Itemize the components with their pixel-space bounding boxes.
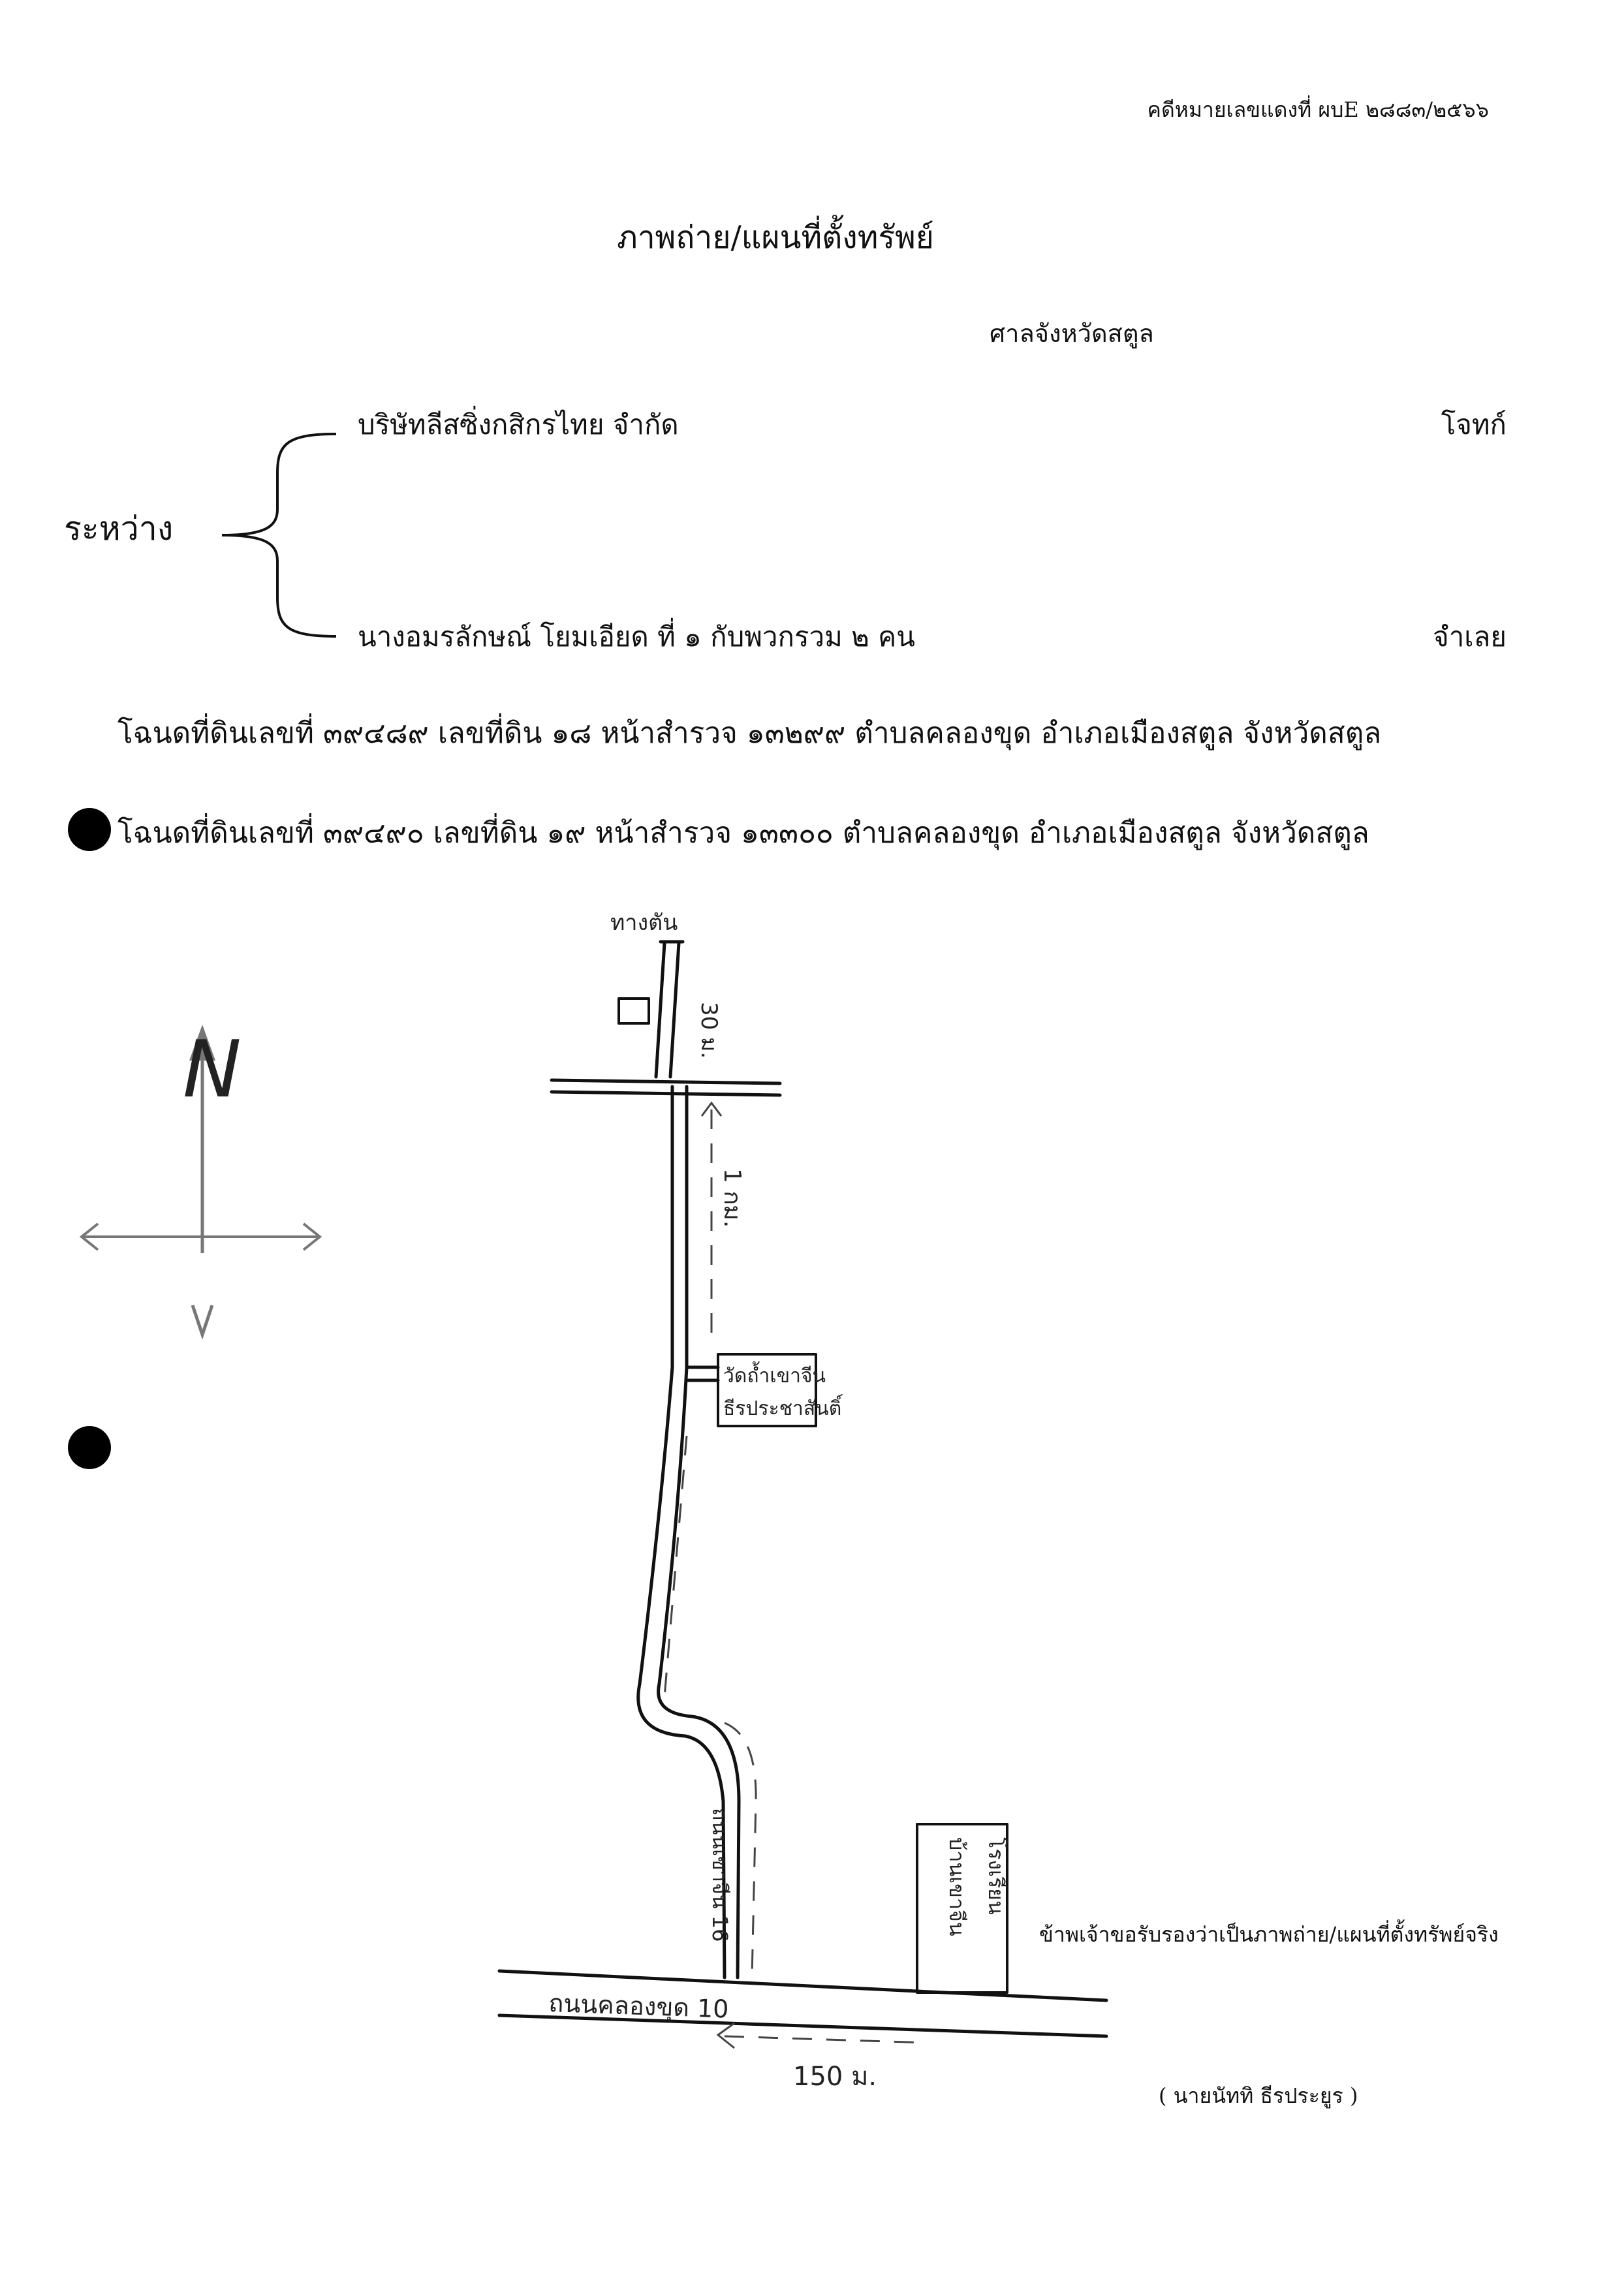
distance-top-label: 30 ม. [696,1002,722,1059]
temple-label-1: วัดถ้ำเขาจีน [723,1361,826,1388]
school-label-1: โรงเรียน [984,1837,1008,1915]
dead-end-label: ทางตัน [610,910,678,936]
compass-icon [79,1025,322,1340]
curly-brace [221,433,337,638]
distance-mid-label: 1 กม. [719,1168,745,1228]
punch-hole [68,1426,111,1469]
court-name: ศาลจังหวัดสตูล [990,319,1154,348]
location-map: N ทางตัน 30 ม. 1 กม. วัดถ้ำเขาจีน ธีรประ… [79,910,1108,2092]
dimension-arrows [700,1101,735,2049]
defendant-name: นางอมรลักษณ์ โยมเอียด ที่ ๑ กับพวกรวม ๒ … [358,621,915,653]
deed-line-1: โฉนดที่ดินเลขที่ ๓๙๔๘๙ เลขที่ดิน ๑๘ หน้า… [117,717,1382,750]
side-road-label: ถนนเขาจีน 16 [708,1808,732,1942]
plaintiff-name: บริษัทลีสซิ่งกสิกรไทย จำกัด [358,409,679,441]
distance-bottom-label: 150 ม. [793,2062,877,2092]
certification-text: ข้าพเจ้าขอรับรองว่าเป็นภาพถ่าย/แผนที่ตั้… [1039,1922,1499,1947]
punch-hole [68,808,111,851]
north-label: N [183,1025,242,1115]
plaintiff-role: โจทก์ [1441,409,1507,441]
deed-line-2: โฉนดที่ดินเลขที่ ๓๙๔๙๐ เลขที่ดิน ๑๙ หน้า… [117,816,1369,850]
between-label: ระหว่าง [64,510,174,548]
dimension-lines [663,1109,928,2044]
case-number: คดีหมายเลขแดงที่ ผบE ๒๘๘๓/๒๕๖๖ [1147,97,1489,122]
school-label-2: บ้านเขาจีน [945,1837,969,1936]
temple-label-2: ธีรประชาสันติ์ [723,1394,843,1420]
main-road-label: ถนนคลองขุด 10 [548,1989,730,2025]
signer-name: ( นายนัททิ ธีรประยูร ) [1159,2083,1358,2108]
defendant-role: จำเลย [1433,621,1507,653]
road-lines [497,940,1108,2038]
page-title: ภาพถ่าย/แผนที่ตั้งทรัพย์ [617,219,934,256]
